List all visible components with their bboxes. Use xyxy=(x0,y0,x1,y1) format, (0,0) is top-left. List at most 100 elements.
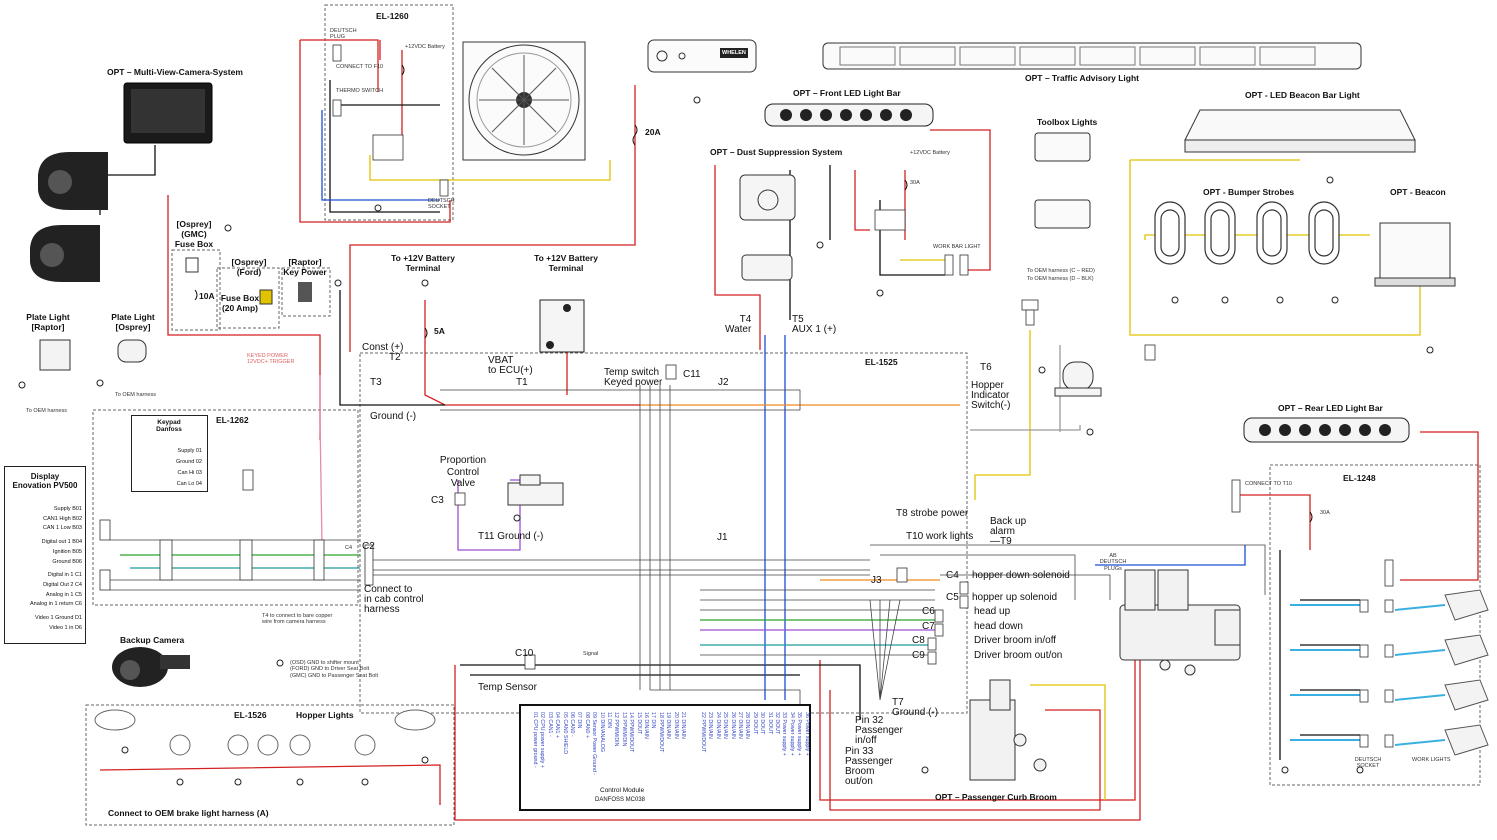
ford-fuse xyxy=(259,289,273,305)
module-pin-label: 02 CPU power supply + xyxy=(539,712,546,768)
osprey-gmc-label: [Osprey] (GMC) Fuse Box xyxy=(174,219,214,249)
module-pin-label: 14 PPWM/DOUT xyxy=(628,712,635,753)
solenoid-label: hopper up solenoid xyxy=(972,592,1058,603)
module-pin-label: 32 DOUT xyxy=(774,712,780,735)
ford-fuse-outline xyxy=(216,267,280,329)
el1525-label: EL-1525 xyxy=(865,357,898,367)
toolbox-oem-d: To OEM harness (D – BLK) xyxy=(1027,276,1094,282)
module-pin-label: 03 CAN1 - xyxy=(546,712,553,737)
temp-sensor-label: Temp Sensor xyxy=(478,682,537,693)
module-pin-label: 15 DOUT xyxy=(635,712,642,735)
rear-led-label: OPT – Rear LED Light Bar xyxy=(1278,403,1383,413)
radiator-fan xyxy=(462,41,586,161)
solenoid-label: head up xyxy=(974,606,1011,617)
module-pin-label: 29 DOUT xyxy=(751,712,758,735)
j1-label: J1 xyxy=(717,532,728,543)
display-pin-row: CAN 1 Low B03 xyxy=(42,525,82,532)
keypad-pin-row: Can Lo 04 xyxy=(176,481,202,487)
display-pin-row: CAN1 High B02 xyxy=(43,515,82,522)
j3-label: J3 xyxy=(871,575,882,586)
control-module-label: Control Module xyxy=(600,787,645,794)
to-oem-harness-2: To OEM harness xyxy=(115,392,156,398)
proportion-valve-label: Proportion Control Valve xyxy=(439,455,487,489)
deutsch-socket-right: DEUTSCH SOCKET xyxy=(1354,757,1382,770)
display-pin-row: Digital out 1 B04 xyxy=(41,539,82,546)
side-cameras xyxy=(30,152,108,282)
hopper-indicator-switch xyxy=(1054,361,1102,397)
vbat-label: VBAT to ECU(+) xyxy=(488,355,533,376)
passenger-curb-broom-label: OPT – Passenger Curb Broom xyxy=(935,792,1057,802)
fuse-30a-dust: 30A xyxy=(910,180,920,186)
c11-label: C11 xyxy=(683,369,701,380)
toolbox-oem-c: To OEM harness (C – RED) xyxy=(1027,268,1095,274)
solenoid-label: Driver broom in/off xyxy=(974,635,1057,646)
proportion-valve xyxy=(507,474,564,506)
harness-main-4 xyxy=(700,589,935,656)
t10-label: T10 work lights xyxy=(906,531,974,542)
module-pin-label: 11 DIN xyxy=(606,712,612,729)
module-pin-label: 22 PPWM/DOUT xyxy=(700,712,706,753)
t3-label: T3 xyxy=(370,377,382,388)
module-pin-label: 26 DIN/AIN xyxy=(729,712,736,739)
module-pin-label: 25 DIN/AIN xyxy=(722,712,729,739)
module-pin-label: 19 DIN/AIN xyxy=(665,712,672,739)
control-module-model: DANFOSS MC038 xyxy=(595,797,646,803)
el1260-connect-f10: CONNECT TO F10 xyxy=(336,64,384,70)
el1262-outline xyxy=(92,409,359,606)
dust-battery-label: +12VDC Battery xyxy=(910,150,950,156)
passenger-curb-broom-valves xyxy=(969,679,1047,781)
solenoid-connector-c4: C4 xyxy=(946,570,959,581)
rear-led-light-bar xyxy=(1243,417,1410,443)
work-lights-label: WORK LIGHTS xyxy=(1412,757,1451,763)
module-pin-label: 09 Sensor Power Ground - xyxy=(591,712,598,776)
module-pin-label: 10 DIN/ANALOG xyxy=(598,712,605,753)
module-pin-label: 20 DIN/AIN xyxy=(672,712,679,739)
toolbox-light-1 xyxy=(1034,132,1091,162)
solenoid-connector-c7: C7 xyxy=(922,621,935,632)
solenoid-label: head down xyxy=(974,621,1023,632)
t4-bare-copper-note: T4 to connect to bare copper wire from c… xyxy=(262,613,333,626)
module-pin-label: 17 DIN xyxy=(650,712,657,729)
bumper-strobes xyxy=(1154,201,1340,265)
battery-terminal-2: To +12V Battery Terminal xyxy=(534,253,598,273)
t4-water-label: T4 Water xyxy=(725,314,752,335)
module-pin-label: 34 Power supply + xyxy=(788,712,795,756)
el1260-deutsch-socket: DEUTSCH SOCKET xyxy=(428,198,455,211)
display-pin-row: Supply B01 xyxy=(53,506,82,512)
work-bar-light-label: WORK BAR LIGHT xyxy=(933,244,981,250)
hopper-lights-label: Hopper Lights xyxy=(296,710,354,720)
fuse-30a-right: 30A xyxy=(1320,510,1330,516)
wire-red-4 xyxy=(424,300,640,406)
c2-label: C2 xyxy=(362,541,375,552)
el1248-outline xyxy=(1269,464,1481,786)
j2-label: J2 xyxy=(718,377,729,388)
fuse-symbols xyxy=(194,64,1313,523)
fuse-5a-label: 5A xyxy=(434,326,445,336)
fuse-20a-label: 20A xyxy=(645,127,661,137)
wire-lightblue-1 xyxy=(1290,604,1446,746)
solenoid-connector-c9: C9 xyxy=(912,650,925,661)
solenoid-label: hopper down solenoid xyxy=(972,570,1070,581)
wire-pink-1 xyxy=(319,375,323,546)
module-pin-label: 16 DIN/AIN xyxy=(643,712,649,739)
harness-main-3 xyxy=(370,559,870,576)
control-module-box xyxy=(519,704,811,811)
harness-main-5 xyxy=(870,544,1266,600)
hopper-indicator-label: Hopper Indicator Switch(-) xyxy=(971,380,1011,411)
temp-switch-label: Temp switch Keyed power xyxy=(604,367,663,388)
module-pin-label: 04 CAN1 + xyxy=(554,712,561,739)
backup-camera xyxy=(112,647,190,687)
keyed-power-label: KEYED POWER 12VDC+ TRIGGER xyxy=(247,353,295,366)
el1260-outline xyxy=(324,4,454,221)
t6-label: T6 xyxy=(980,362,992,373)
battery-disconnect xyxy=(539,299,585,353)
keypad-title: Keypad Danfoss xyxy=(156,419,182,434)
module-pin-label: 12 PPWM/DIN xyxy=(613,712,620,747)
toolbox-light-2 xyxy=(1034,199,1091,229)
dust-pump xyxy=(739,174,796,281)
el1260-label: EL-1260 xyxy=(376,11,409,21)
wire-red-11 xyxy=(454,610,1141,821)
